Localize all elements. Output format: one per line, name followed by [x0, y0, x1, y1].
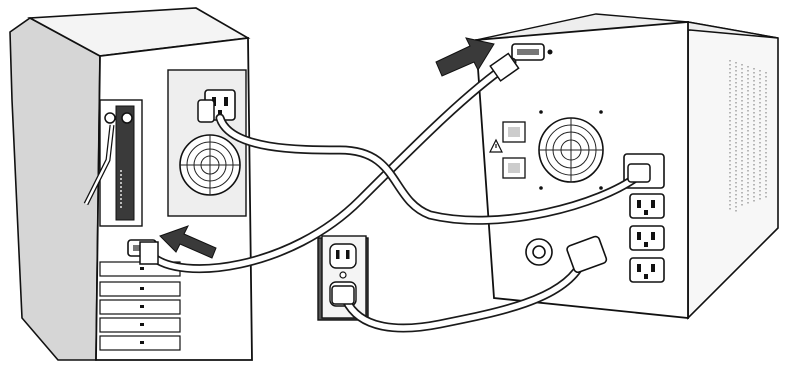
ups-side-vents — [729, 60, 767, 212]
ups-input-plug — [566, 235, 608, 274]
ups-fan-icon — [538, 117, 604, 183]
surge-phone-jacks — [502, 121, 526, 179]
audio-jack-icon — [104, 112, 133, 124]
psu-fan-icon — [179, 134, 241, 196]
tower-side-panel — [9, 17, 101, 361]
arrow-pointer-icon — [159, 225, 217, 259]
outlet-socket-top — [329, 243, 357, 269]
ups-side-panel — [687, 21, 779, 320]
computer-power-plug — [197, 99, 215, 123]
ups-unit — [475, 13, 779, 320]
cables — [139, 52, 651, 333]
computer-tower — [9, 7, 253, 361]
warning-triangle-icon — [489, 138, 503, 153]
serial-plug-computer — [139, 241, 159, 265]
ups-output-outlets — [629, 193, 665, 283]
drive-bays — [99, 261, 181, 351]
serial-plug-ups — [489, 52, 520, 82]
arrow-pointer-icon — [435, 37, 495, 77]
wall-outlet — [317, 235, 369, 321]
ups-outlet-plug — [627, 163, 651, 183]
circuit-breaker — [525, 238, 553, 266]
wall-plug — [331, 285, 355, 305]
